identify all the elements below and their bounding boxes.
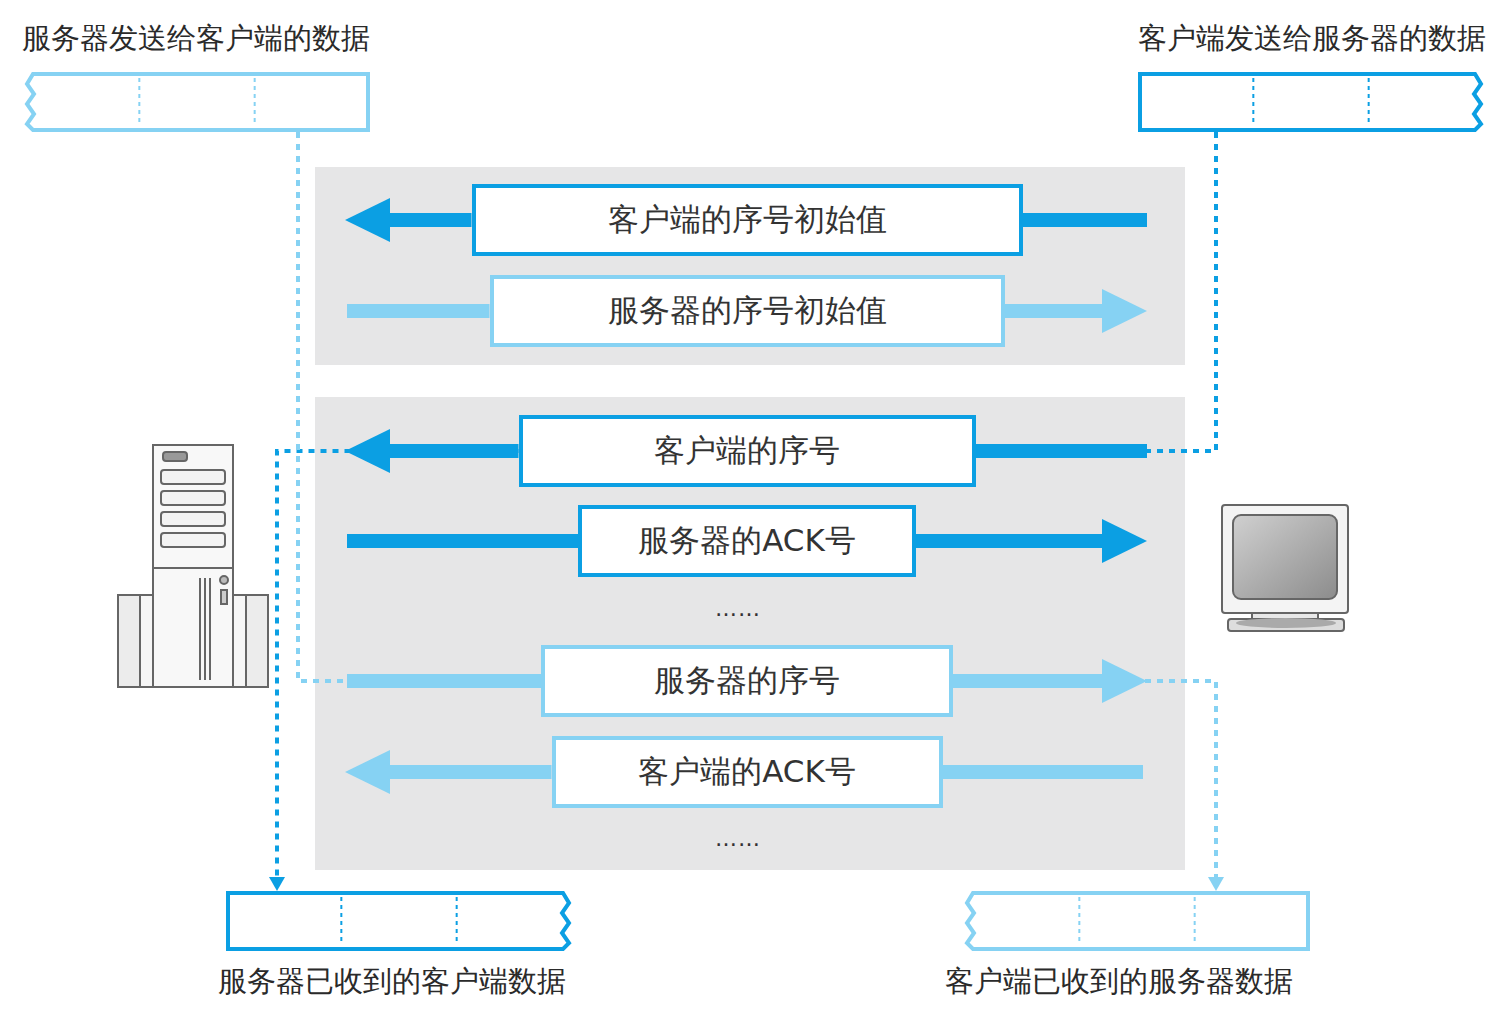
gray-panel — [315, 397, 1185, 870]
connector-line — [976, 132, 1217, 451]
transfer-arrow — [345, 198, 1147, 242]
strip-divider — [340, 897, 342, 945]
arrow-shaft — [943, 765, 1144, 779]
ellipsis-label: …… — [715, 826, 761, 851]
strip-divider — [1078, 897, 1080, 945]
transfer-arrow — [347, 519, 1147, 563]
transfer-arrow — [345, 750, 1143, 794]
dotted-connector — [269, 451, 519, 891]
arrow-shaft — [347, 304, 490, 318]
segment-field-box: 客户端的ACK号 — [552, 736, 943, 808]
server-illustration — [118, 445, 268, 687]
data-strip — [1138, 72, 1484, 132]
connector-head — [1208, 877, 1224, 891]
arrow-head — [1102, 289, 1147, 333]
pc-illustration — [1222, 505, 1348, 631]
arrow-shaft — [976, 444, 1148, 458]
transfer-arrow — [345, 429, 1147, 473]
strip-divider — [138, 78, 140, 126]
field-text: 客户端的序号初始值 — [608, 199, 887, 241]
dotted-connector — [953, 681, 1224, 891]
arrow-head — [345, 198, 390, 242]
data-strip — [24, 72, 370, 132]
strip-divider — [1368, 78, 1370, 126]
data-stream: 服务器发送给客户端的数据 — [22, 18, 414, 132]
data-stream: 客户端已收到的服务器数据 — [945, 891, 1339, 1005]
heading-text: 服务器发送给客户端的数据 — [22, 21, 370, 55]
field-text: 客户端的序号 — [654, 430, 840, 472]
stream-heading: 服务器发送给客户端的数据 — [22, 18, 414, 58]
strip-divider — [1252, 78, 1254, 126]
stream-heading: 服务器已收到的客户端数据 — [218, 961, 610, 1001]
heading-text: 服务器已收到的客户端数据 — [218, 964, 566, 998]
segment-field-box: 服务器的ACK号 — [578, 505, 916, 577]
strip-divider — [254, 78, 256, 126]
strip-divider — [1194, 897, 1196, 945]
arrow-shaft — [389, 213, 472, 227]
transfer-arrow — [347, 659, 1147, 703]
field-text: 服务器的序号初始值 — [608, 290, 887, 332]
dotted-connector — [976, 132, 1217, 451]
data-stream: 服务器已收到的客户端数据 — [218, 891, 610, 1005]
strip-outline — [967, 893, 1308, 949]
stream-heading: 客户端已收到的服务器数据 — [945, 961, 1339, 1001]
connector-line — [277, 451, 519, 877]
arrow-shaft — [953, 674, 1103, 688]
arrow-shaft — [347, 534, 578, 548]
heading-text: 客户端发送给服务器的数据 — [1138, 21, 1486, 55]
arrow-shaft — [1023, 213, 1148, 227]
arrow-head — [1102, 519, 1147, 563]
connector-head — [269, 877, 285, 891]
field-text: 服务器的序号 — [654, 660, 840, 702]
segment-field-box: 服务器的序号 — [541, 645, 953, 717]
data-strip — [964, 891, 1310, 951]
arrow-shaft — [916, 534, 1103, 548]
arrow-head — [345, 429, 390, 473]
strip-outline — [1140, 74, 1481, 130]
segment-field-box: 客户端的序号 — [519, 415, 976, 487]
strip-outline — [228, 893, 569, 949]
arrow-shaft — [347, 674, 541, 688]
data-strip — [226, 891, 572, 951]
strip-divider — [456, 897, 458, 945]
field-text: 服务器的ACK号 — [638, 520, 856, 562]
field-text: 客户端的ACK号 — [638, 751, 856, 793]
arrow-head — [345, 750, 390, 794]
data-stream: 客户端发送给服务器的数据 — [1092, 18, 1486, 132]
arrow-head — [1102, 659, 1147, 703]
ellipsis-label: …… — [715, 596, 761, 621]
stream-heading: 客户端发送给服务器的数据 — [1092, 18, 1486, 58]
gray-panel — [315, 167, 1185, 365]
segment-field-box: 服务器的序号初始值 — [490, 275, 1005, 347]
transfer-arrow — [347, 289, 1147, 333]
arrow-shaft — [389, 765, 552, 779]
strip-outline — [27, 74, 368, 130]
segment-field-box: 客户端的序号初始值 — [472, 184, 1023, 256]
heading-text: 客户端已收到的服务器数据 — [945, 964, 1293, 998]
arrow-shaft — [1005, 304, 1104, 318]
arrow-shaft — [389, 444, 519, 458]
